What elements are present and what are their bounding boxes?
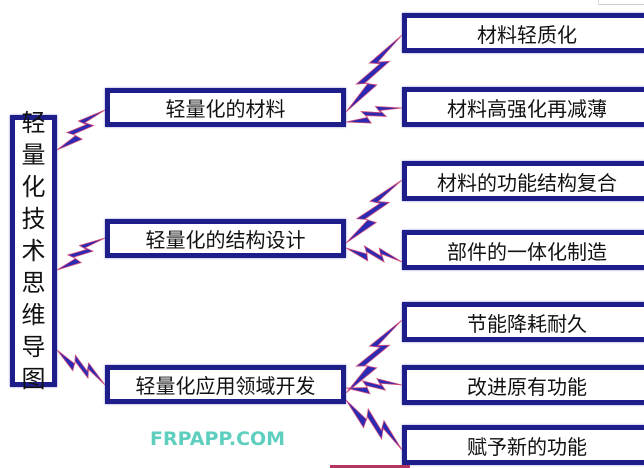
frame-edge xyxy=(598,0,644,5)
root-node: 轻 量 化 技 术 思 维 导 图 xyxy=(10,109,57,393)
lightning-connector xyxy=(345,244,403,263)
watermark: FRPAPP.COM xyxy=(150,428,286,450)
root-char: 化 xyxy=(21,173,46,201)
leaf-node: 部件的一体化制造 xyxy=(402,230,644,270)
lightning-connector xyxy=(345,106,403,124)
root-char: 量 xyxy=(21,141,46,169)
root-char: 技 xyxy=(21,205,46,233)
branch-structure-design: 轻量化的结构设计 xyxy=(105,219,346,258)
lightning-connector xyxy=(56,237,106,271)
root-char: 术 xyxy=(21,237,46,265)
branch-materials: 轻量化的材料 xyxy=(105,88,346,127)
leaf-node: 材料的功能结构复合 xyxy=(402,161,644,201)
lightning-connector xyxy=(56,349,106,386)
frame-edge xyxy=(330,465,410,468)
lightning-connector xyxy=(345,179,403,244)
leaf-node: 赋予新的功能 xyxy=(402,425,644,465)
lightning-connector xyxy=(345,399,403,451)
lightning-connector xyxy=(345,319,403,394)
leaf-node: 改进原有功能 xyxy=(402,365,644,405)
lightning-connector xyxy=(56,109,106,151)
lightning-connector xyxy=(345,34,403,113)
leaf-node: 材料高强化再减薄 xyxy=(402,87,644,127)
branch-application: 轻量化应用领域开发 xyxy=(105,365,346,404)
root-char: 维 xyxy=(21,301,46,329)
root-char: 轻 xyxy=(21,109,46,137)
leaf-node: 节能降耗耐久 xyxy=(402,302,644,342)
leaf-node: 材料轻质化 xyxy=(402,13,644,53)
root-char: 思 xyxy=(21,269,46,297)
root-char: 导 xyxy=(21,333,46,361)
root-char: 图 xyxy=(21,365,46,393)
